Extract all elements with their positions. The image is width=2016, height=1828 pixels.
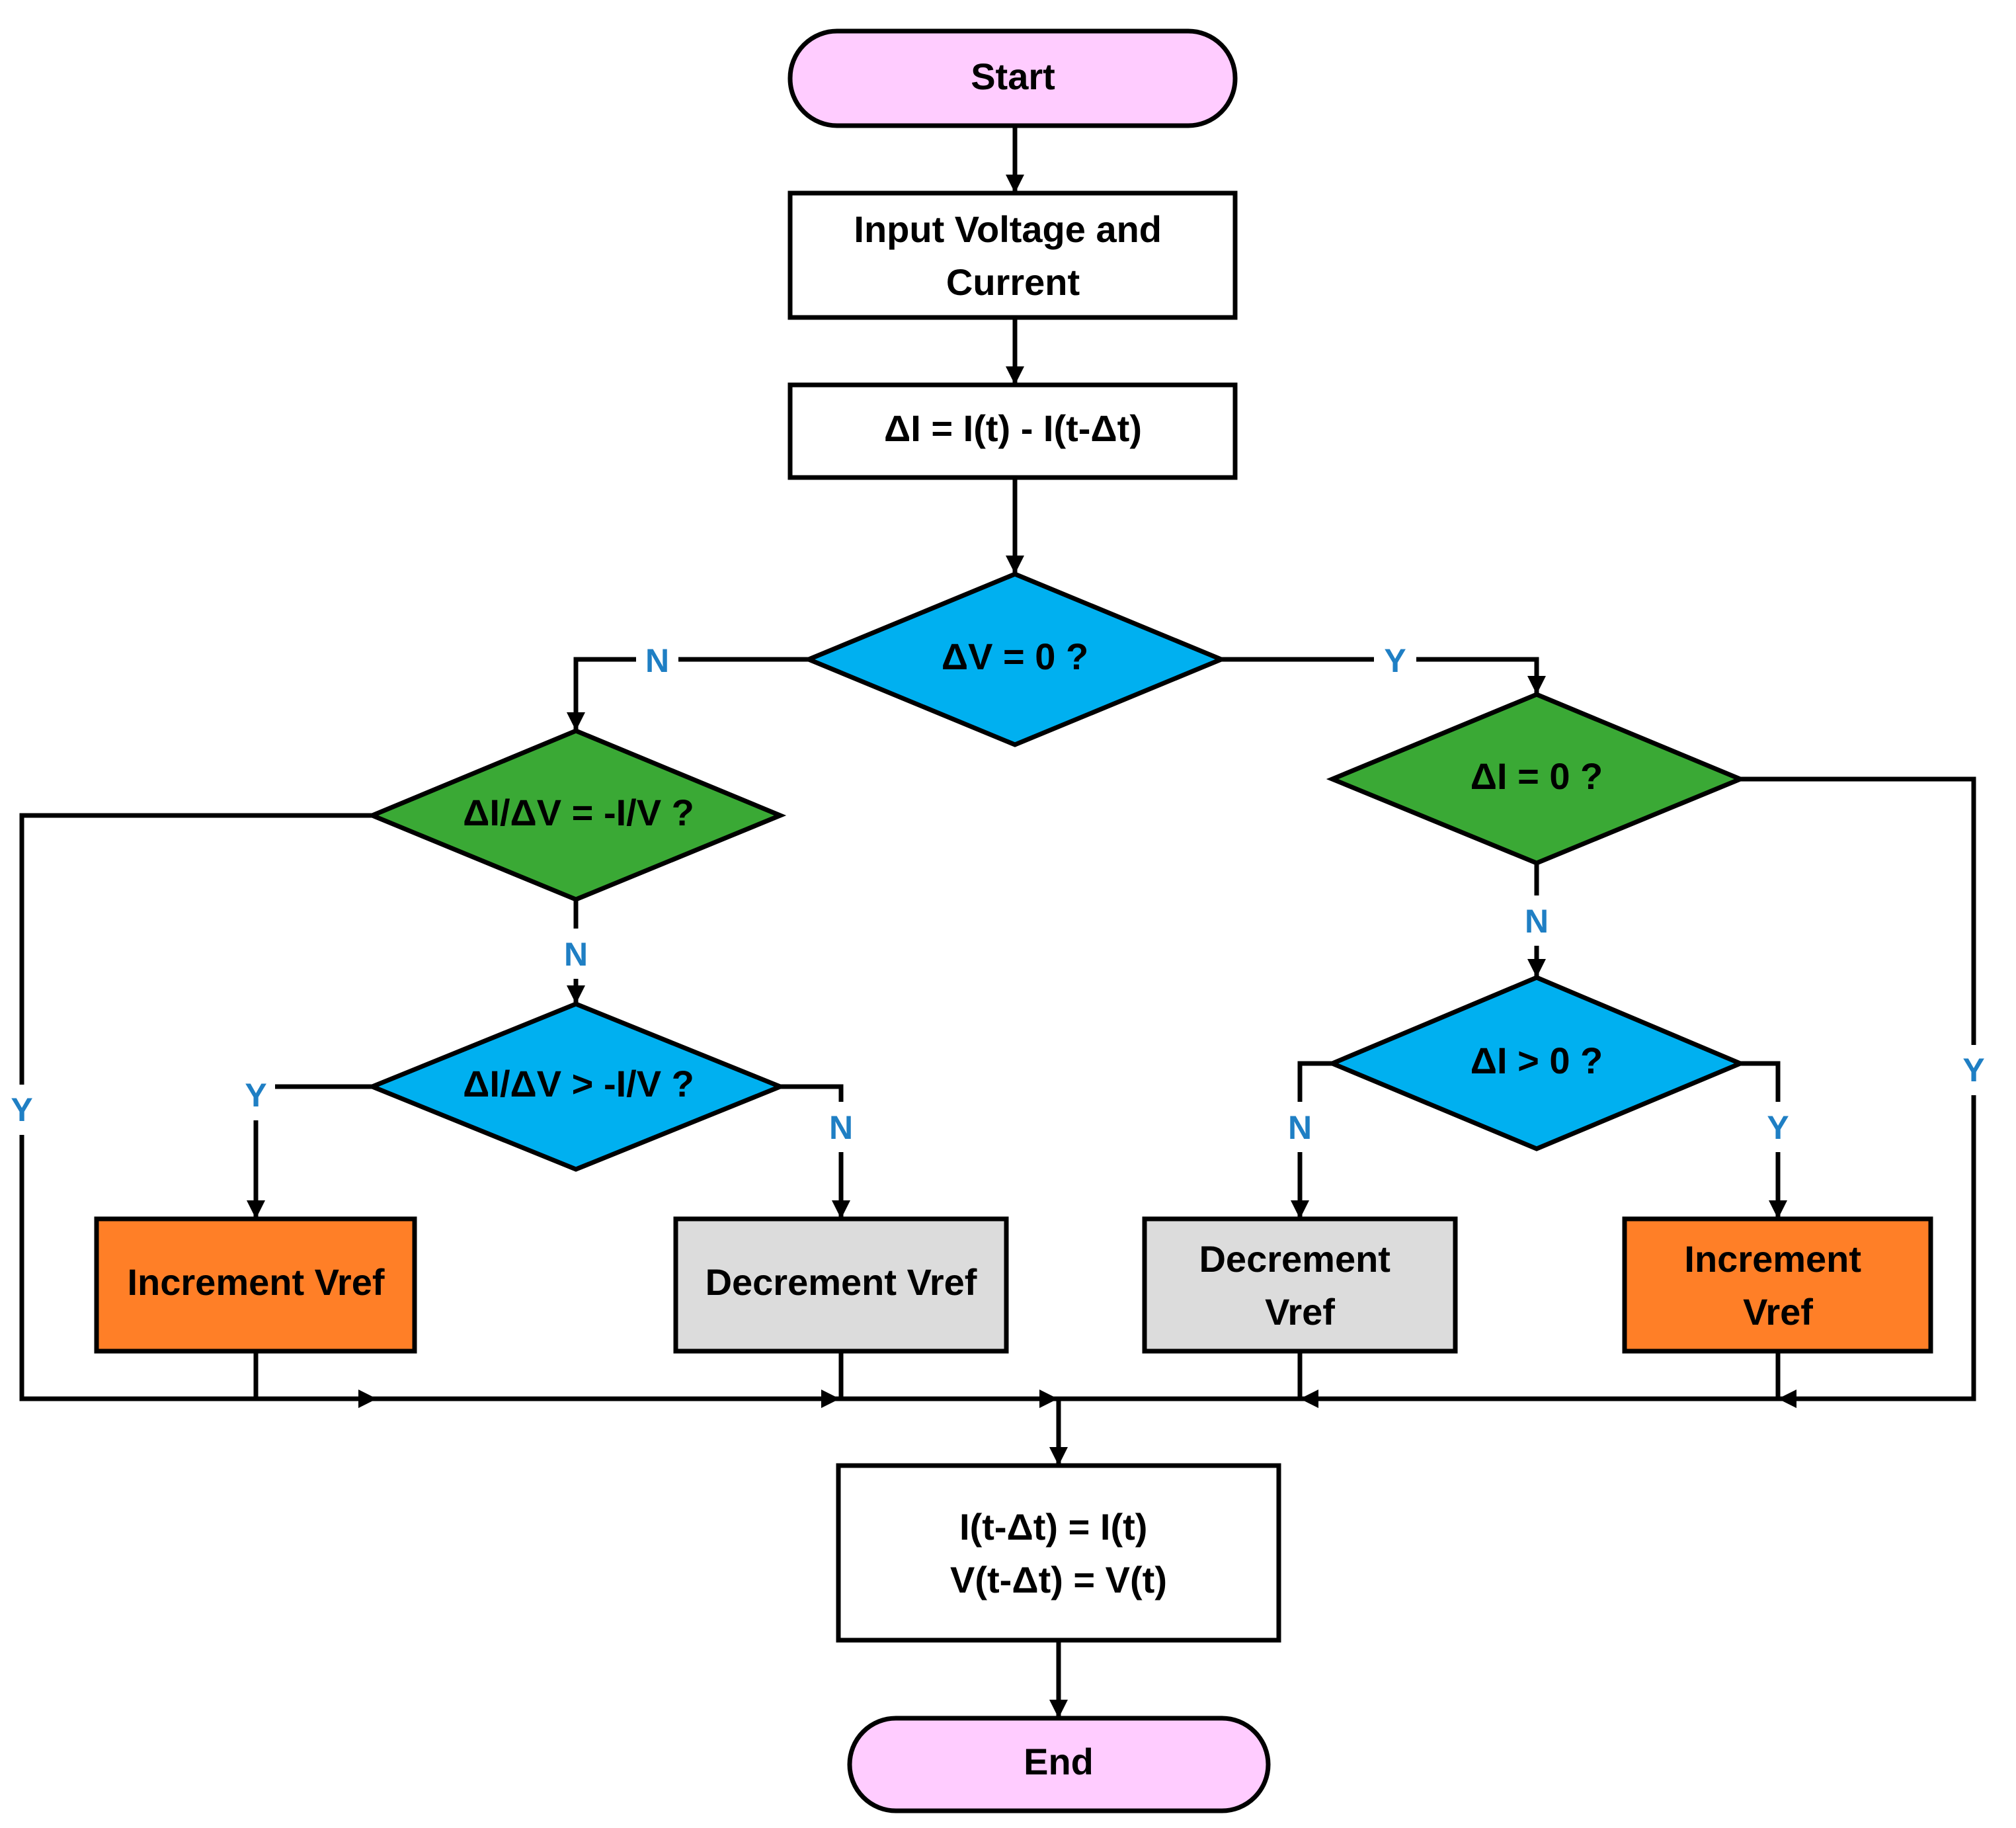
end-terminal: [847, 1716, 1271, 1813]
increment-vref-right-label: Increment Vref: [1684, 1238, 1871, 1333]
decrement-vref-right-label: Decrement Vref: [1199, 1238, 1400, 1333]
input-label-line-1: Input Voltage and: [854, 208, 1162, 250]
increment-vref-right-line-2: Vref: [1743, 1291, 1813, 1333]
label-dv-zero-no: N: [645, 642, 669, 679]
edge-di-gt-yes: [1740, 1061, 1787, 1219]
decrement-vref-right-box: [1142, 1216, 1458, 1354]
didv-greater-decision: [366, 1001, 787, 1172]
edge-labels: N Y N Y Y N N Y N Y: [3, 636, 1992, 1152]
increment-vref-right-box: [1622, 1216, 1933, 1354]
end-label: End: [1024, 1741, 1094, 1782]
input-label: Input Voltage and Current: [854, 208, 1172, 303]
label-di-zero-no: N: [1525, 903, 1549, 940]
input-label-line-2: Current: [946, 261, 1080, 303]
edge-dv-zero-yes: [1221, 657, 1546, 694]
di-greater-decision: [1326, 975, 1747, 1151]
label-di-gt-yes: Y: [1767, 1109, 1789, 1146]
dv-zero-label: ΔV = 0 ?: [942, 636, 1088, 677]
start-label: Start: [971, 56, 1055, 97]
label-dv-zero-yes: Y: [1384, 642, 1406, 679]
increment-vref-left-box: [94, 1216, 417, 1354]
decrement-vref-right-line-1: Decrement: [1199, 1238, 1390, 1280]
dv-zero-decision: [802, 571, 1228, 747]
delta-i-label: ΔI = I(t) - I(t-Δt): [884, 407, 1142, 449]
decrement-vref-left-box: [673, 1216, 1009, 1354]
decrement-vref-left-label: Decrement Vref: [706, 1261, 977, 1303]
didv-equal-label: ΔI/ΔV = -I/V ?: [463, 792, 694, 833]
label-didv-gt-yes: Y: [245, 1077, 266, 1114]
update-label: I(t-Δt) = I(t) V(t-Δt) = V(t): [950, 1506, 1167, 1600]
connectors: [19, 126, 1976, 1718]
increment-vref-left-label: Increment Vref: [127, 1261, 384, 1303]
label-di-gt-no: N: [1288, 1109, 1312, 1146]
label-di-zero-yes: Y: [1962, 1052, 1984, 1089]
didv-greater-label: ΔI/ΔV > -I/V ?: [463, 1063, 694, 1104]
start-terminal: [787, 28, 1238, 128]
di-greater-label: ΔI > 0 ?: [1471, 1040, 1603, 1081]
label-didv-gt-no: N: [829, 1109, 853, 1146]
label-didv-eq-no: N: [564, 936, 588, 973]
edge-didv-gt-no: [780, 1084, 850, 1219]
update-label-line-1: I(t-Δt) = I(t): [959, 1506, 1147, 1548]
delta-i-process-box: [787, 382, 1238, 480]
di-zero-label: ΔI = 0 ?: [1471, 755, 1603, 797]
didv-equal-decision: [366, 728, 787, 902]
update-process-box: [836, 1463, 1281, 1643]
decrement-vref-right-line-2: Vref: [1265, 1291, 1335, 1333]
edge-di-gt-no: [1291, 1061, 1332, 1219]
update-label-line-2: V(t-Δt) = V(t): [950, 1559, 1167, 1600]
edge-dv-zero-no: [567, 657, 809, 731]
nodes: Start Input Voltage and Current ΔI = I(t…: [94, 28, 1933, 1813]
di-zero-decision: [1326, 692, 1747, 866]
label-didv-eq-yes: Y: [11, 1091, 32, 1128]
increment-vref-right-line-1: Increment: [1684, 1238, 1861, 1280]
input-process-box: [787, 190, 1238, 320]
